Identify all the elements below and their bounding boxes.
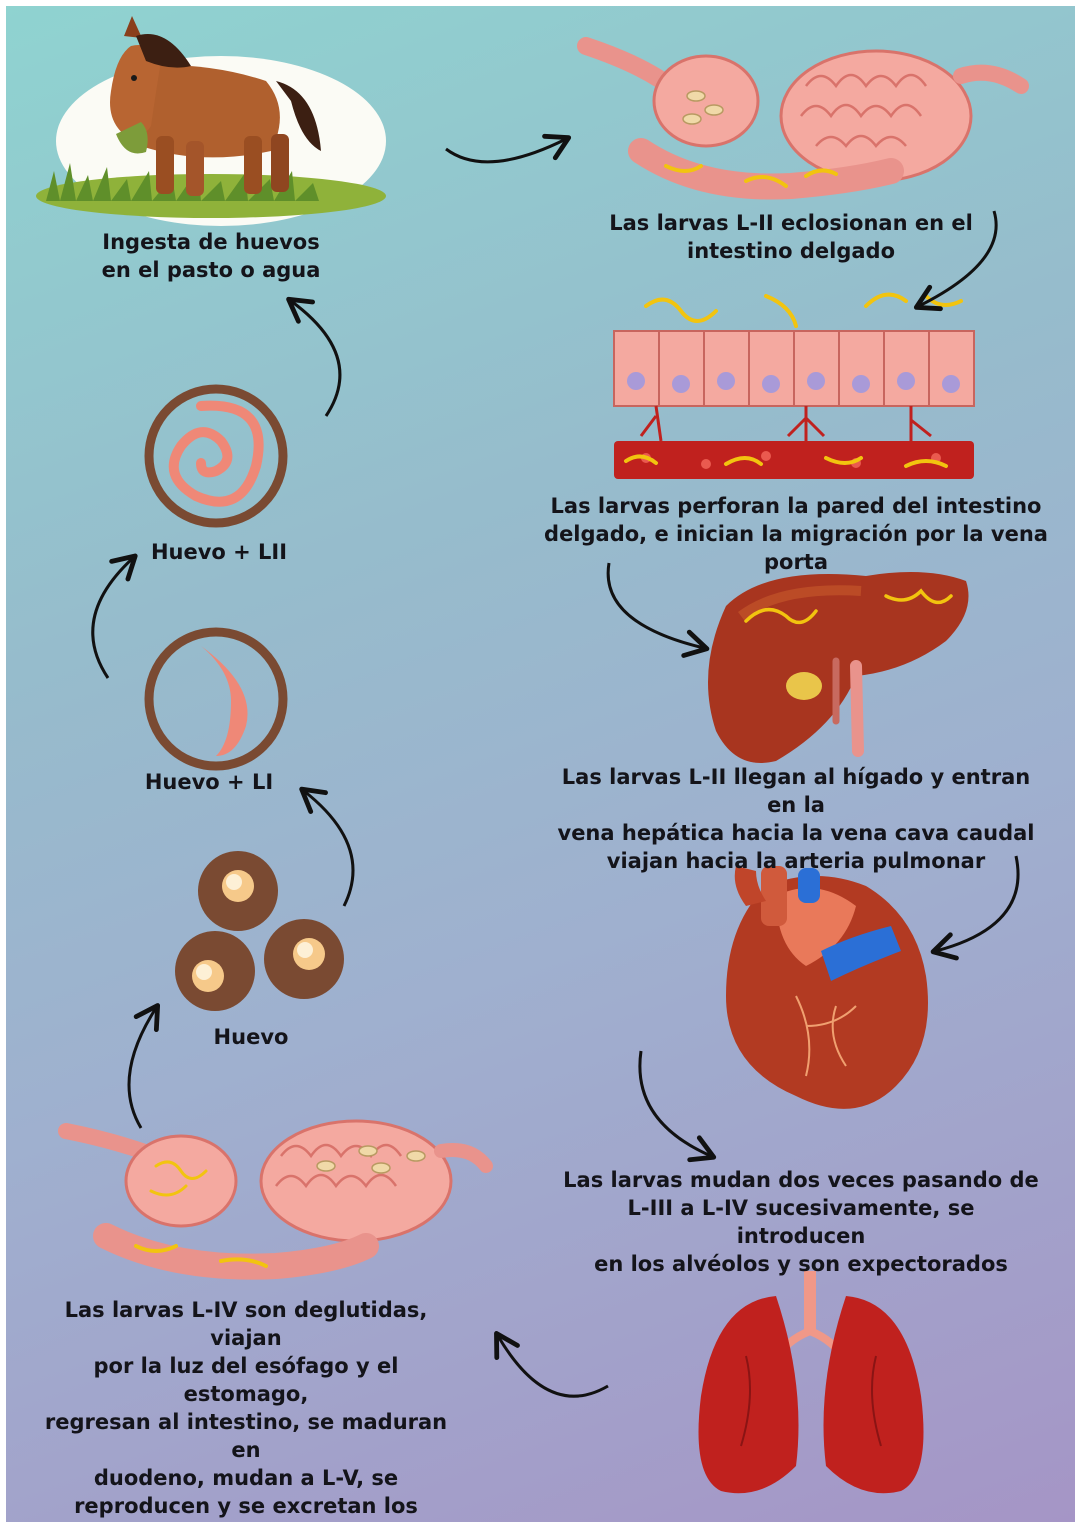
arrow-l1-to-l2: [93, 558, 133, 678]
eggs-icon: [175, 851, 344, 1011]
intestine-icon: [586, 46, 1021, 187]
label-ingest: Ingesta de huevos en el pasto o agua: [66, 228, 356, 284]
label-molt: Las larvas mudan dos veces pasando de L-…: [561, 1166, 1041, 1278]
label-swallow: Las larvas L-IV son deglutidas, viajan p…: [31, 1296, 461, 1522]
lungs-icon: [699, 1271, 924, 1493]
intestinal-wall-icon: [614, 295, 974, 479]
label-egg-l1: Huevo + LI: [134, 768, 284, 796]
intestine-with-eggs-icon: [66, 1121, 486, 1267]
life-cycle-poster: Ingesta de huevos en el pasto o agua Las…: [6, 6, 1075, 1522]
arrow-intestine-to-eggs: [129, 1008, 156, 1128]
label-egg: Huevo: [186, 1023, 316, 1051]
arrow-l2-to-horse: [291, 301, 340, 416]
arrow-horse-to-intestine: [446, 139, 566, 162]
arrow-lungs-to-swallow: [498, 1336, 608, 1396]
liver-icon: [708, 572, 969, 763]
heart-icon: [726, 866, 928, 1109]
label-perforate: Las larvas perforan la pared del intesti…: [531, 492, 1061, 576]
label-egg-l2: Huevo + LII: [134, 538, 304, 566]
label-liver: Las larvas L-II llegan al hígado y entra…: [551, 763, 1041, 875]
arrow-heart-to-lungs: [640, 1051, 711, 1156]
label-hatch: Las larvas L-II eclosionan en el intesti…: [596, 209, 986, 265]
arrow-eggs-to-l1: [304, 791, 353, 906]
egg-larva-l2-icon: [149, 389, 283, 523]
horse-icon: [36, 16, 386, 226]
egg-larva-l1-icon: [149, 632, 283, 766]
